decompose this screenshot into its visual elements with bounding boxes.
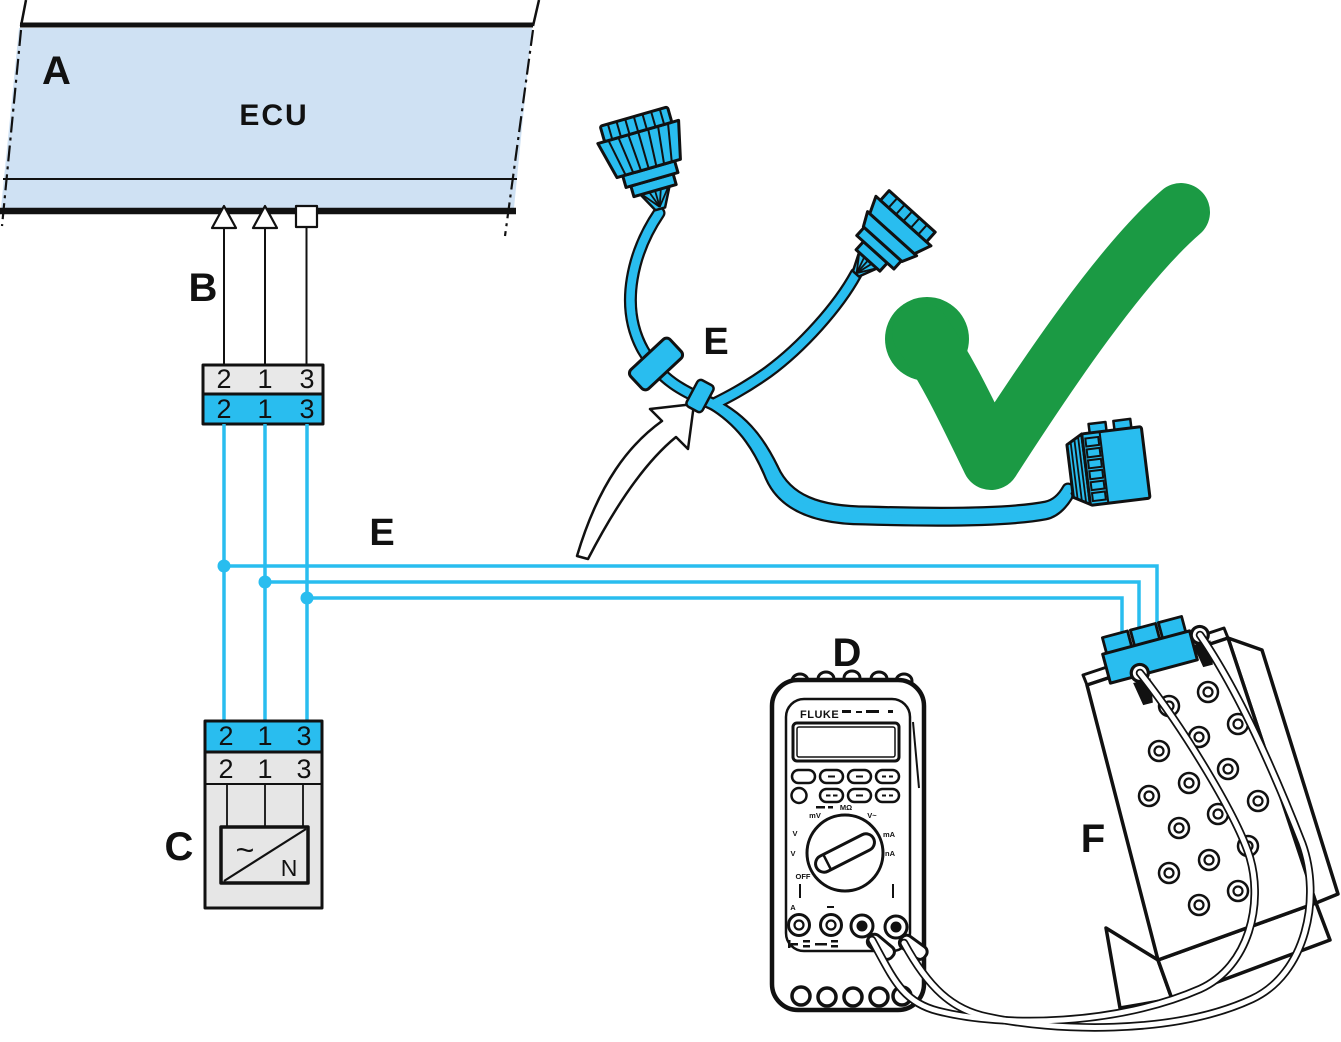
lead-2-core [901, 632, 1313, 1030]
button-row-1[interactable] [790, 768, 901, 785]
connector-ribs [887, 197, 928, 236]
plug-ridges [1069, 437, 1087, 503]
label-e-adapter: E [703, 321, 728, 363]
pin-number: 3 [299, 364, 314, 394]
brand-dashes [842, 710, 893, 713]
fuse-markings [788, 940, 838, 948]
lcd-display [791, 721, 901, 763]
pin-arrow-icon [210, 204, 238, 230]
adapter-cable-core [706, 269, 1072, 525]
check-stroke [892, 183, 1210, 490]
pin-number: 3 [296, 721, 311, 751]
connector-b-bottom-row [201, 392, 325, 426]
ecu-block: A ECU [0, 0, 541, 237]
wire-junction [258, 575, 272, 589]
multimeter-d: D FLUKE [769, 631, 929, 1013]
dial-label-off: OFF [796, 872, 811, 881]
dial-label-na: nA [885, 849, 896, 858]
dial-knob[interactable] [813, 831, 878, 875]
pointer-arrow-icon [575, 402, 696, 561]
label-d: D [833, 631, 862, 675]
jack-label-a: A [790, 903, 796, 912]
pin-number: 2 [216, 394, 231, 424]
label-e-wiring: E [369, 512, 394, 554]
test-leads [867, 630, 1315, 1032]
wire-fan [642, 187, 669, 208]
wire-fan [855, 253, 876, 274]
button-row-2[interactable] [790, 786, 901, 809]
ecu-left-top-edge [19, 0, 28, 27]
connector-block-b: 2 1 3 2 1 3 [201, 363, 325, 426]
dial-label-ma: mA [883, 830, 896, 839]
ecu-body [1, 28, 532, 208]
pin-number: 3 [299, 394, 314, 424]
lead-1-core [869, 670, 1258, 1024]
breakout-box-f: F [1081, 615, 1340, 1010]
jack-dash [827, 906, 834, 908]
pin-number: 1 [257, 364, 272, 394]
ecu-right-break-line [503, 29, 535, 237]
adapter-connector-2 [851, 189, 937, 278]
adapter-connector-1 [596, 105, 682, 212]
adapter-cable-e: E [596, 105, 1152, 527]
box-input-connector [1100, 615, 1199, 685]
dial-label-v2: V [790, 849, 795, 858]
label-c: C [165, 825, 194, 869]
lcd-inner [796, 726, 896, 758]
pin-number: 2 [218, 754, 233, 784]
wire-junction [217, 559, 231, 573]
dial-label-mv: mV [809, 811, 821, 820]
pin-arrow-icon [251, 204, 279, 230]
sensor-diagonal [223, 828, 307, 882]
ac-symbol: ~ [236, 832, 255, 868]
ecu-harness: B [189, 204, 319, 366]
ecu-right-top-edge [531, 0, 541, 27]
cable-sleeve [627, 336, 685, 392]
pin-number: 2 [218, 721, 233, 751]
connector-b-top-row [201, 363, 325, 396]
label-b: B [189, 266, 218, 310]
meter-side-line [912, 721, 920, 789]
dial-labels: mV MΩ V~ V mA V nA OFF [790, 803, 895, 881]
connector-c-top-row [203, 719, 324, 754]
plug-slots [1084, 435, 1107, 503]
dial-label-mohm: MΩ [840, 803, 852, 812]
dial-label-v: V [792, 829, 797, 838]
pin-number: 2 [216, 364, 231, 394]
pin-square-icon [294, 204, 319, 229]
adapter-cable-core [626, 208, 1073, 518]
dial-label-vac: V~ [867, 811, 877, 820]
ecu-title: ECU [239, 99, 308, 132]
adapter-connector-3 [1065, 417, 1152, 507]
ecu-left-break-line [0, 29, 23, 227]
brand-text: FLUKE [800, 709, 839, 721]
cable-band [685, 378, 715, 414]
connector-ribs [606, 108, 666, 140]
pin-number: 1 [257, 754, 272, 784]
label-f: F [1081, 817, 1105, 861]
sensor-block-c: 2 1 3 2 1 3 ~ N C [165, 719, 324, 910]
wire-branch-2 [265, 580, 1141, 652]
input-jacks[interactable] [787, 913, 909, 940]
meter-face [784, 697, 912, 953]
connector-ribs [607, 123, 673, 176]
pin-number: 3 [296, 754, 311, 784]
wire-branch-1 [224, 564, 1159, 648]
label-a: A [42, 49, 71, 93]
n-symbol: N [281, 855, 298, 881]
pin-number: 1 [257, 394, 272, 424]
wire-junction [300, 591, 314, 605]
wire-branch-3 [307, 596, 1124, 657]
pin-number: 1 [257, 721, 272, 751]
check-mark-icon [885, 183, 1210, 490]
